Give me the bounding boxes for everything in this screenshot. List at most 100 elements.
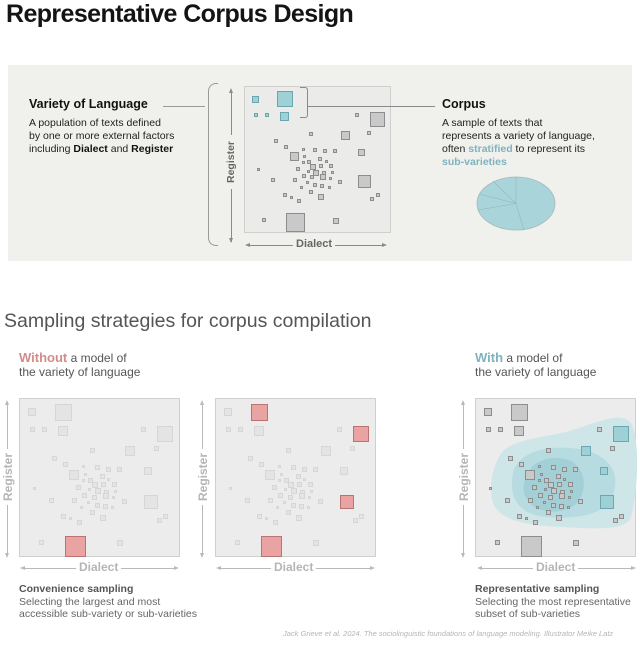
sub-variety-square [613, 518, 618, 523]
credit-line: Jack Grieve et al. 2024. The sociolingui… [283, 629, 614, 638]
sub-variety-square [144, 495, 158, 509]
sub-variety-square [337, 427, 342, 432]
sub-variety-square [353, 518, 358, 523]
sub-variety-square [103, 504, 108, 509]
sub-variety-square [358, 175, 371, 188]
sub-variety-square [297, 199, 301, 203]
sub-variety-square [341, 131, 350, 140]
with-heading-text: the variety of language [475, 365, 597, 379]
sub-variety-square [248, 456, 253, 461]
sub-variety-square [95, 503, 100, 508]
sub-variety-square [573, 540, 579, 546]
sub-variety-square [318, 157, 322, 161]
sub-variety-square [309, 190, 313, 194]
sub-variety-square [313, 540, 319, 546]
sub-variety-square [112, 482, 117, 487]
sub-variety-square [548, 495, 553, 500]
sub-variety-square [306, 181, 309, 184]
representative-sampling-plot [475, 398, 637, 557]
sub-variety-square [251, 404, 268, 421]
sub-variety-square [278, 493, 283, 498]
corpus-connector-line [308, 106, 435, 107]
dialect-axis-label: Dialect [293, 238, 336, 250]
sub-variety-square [303, 155, 306, 158]
sub-variety-square [309, 132, 313, 136]
sub-variety-square [296, 474, 301, 479]
dialect-axis-label: Dialect [533, 560, 579, 574]
sub-variety-square [323, 149, 327, 153]
corpus-desc-line: represents a variety of language, [442, 130, 595, 142]
sub-variety-square [551, 488, 557, 494]
arrow-left-icon [477, 566, 482, 570]
sub-variety-square [514, 426, 524, 436]
sub-variety-square [556, 515, 562, 521]
sub-variety-square [528, 498, 533, 503]
sub-variety-square [69, 470, 79, 480]
sub-variety-square [163, 514, 168, 519]
sub-variety-square [291, 465, 296, 470]
arrow-down-icon [461, 553, 465, 558]
sub-variety-square [286, 213, 305, 232]
sub-variety-square [508, 456, 513, 461]
sub-variety-square [273, 520, 278, 525]
sub-variety-square [87, 501, 90, 504]
sub-variety-square [486, 427, 491, 432]
sub-variety-square [92, 495, 97, 500]
sub-variety-square [498, 427, 503, 432]
caption-line: accessible sub-variety or sub-varieties [19, 608, 197, 620]
sub-variety-square [257, 514, 262, 519]
convenience-multiple-plot [215, 398, 376, 557]
sub-variety-square [55, 404, 72, 421]
sub-variety-square [613, 426, 629, 442]
sub-variety-square [610, 446, 615, 451]
sub-variety-square [511, 404, 528, 421]
sub-variety-square [271, 178, 275, 182]
arrow-down-icon [5, 553, 9, 558]
sub-variety-square [276, 506, 279, 509]
sub-variety-square [226, 427, 231, 432]
arrow-right-icon [382, 243, 387, 247]
sub-variety-square [358, 149, 365, 156]
sub-variety-square [370, 112, 385, 127]
dialect-axis-label: Dialect [271, 560, 317, 574]
sub-variety-square [299, 493, 305, 499]
sub-variety-square [90, 510, 95, 515]
sub-variety-square [307, 506, 310, 509]
sub-variety-square [333, 218, 339, 224]
with-keyword: With [475, 350, 504, 365]
arrow-left-icon [216, 566, 221, 570]
sub-variety-square [320, 184, 324, 188]
dialect-term: Dialect [73, 143, 108, 155]
sub-variety-square [268, 498, 273, 503]
variety-of-language-description: A population of texts defined by one or … [29, 117, 199, 156]
sub-variety-square [72, 498, 77, 503]
sub-variety-square [517, 514, 522, 519]
sub-variety-square [302, 467, 307, 472]
sub-variety-square [329, 177, 332, 180]
sub-variety-square [144, 467, 152, 475]
sub-variety-square [544, 478, 549, 483]
sub-variety-square [88, 478, 93, 483]
sub-variety-square [61, 514, 66, 519]
sub-variety-square [157, 518, 162, 523]
sub-variety-square [265, 113, 269, 117]
sub-variety-square [291, 488, 297, 494]
sub-variety-square [525, 470, 535, 480]
sub-variety-square [238, 427, 243, 432]
sub-variety-square [254, 113, 258, 117]
without-model-heading: Without a model of the variety of langua… [19, 351, 140, 380]
sub-variety-square [69, 517, 72, 520]
variety-desc-line: by one or more external factors [29, 130, 175, 142]
register-axis-label: Register [1, 449, 15, 505]
sub-variety-square [532, 485, 537, 490]
sub-variety-square [329, 164, 333, 168]
sub-variety-square [319, 164, 323, 168]
corpus-desc-line: A sample of texts that [442, 117, 543, 129]
sub-variety-square [325, 160, 328, 163]
sub-variety-square [290, 152, 299, 161]
sub-variety-square [245, 498, 250, 503]
sub-variety-square [284, 478, 289, 483]
sub-variety-square [495, 540, 500, 545]
sub-variety-square [367, 131, 371, 135]
register-axis-label: Register [196, 449, 210, 505]
